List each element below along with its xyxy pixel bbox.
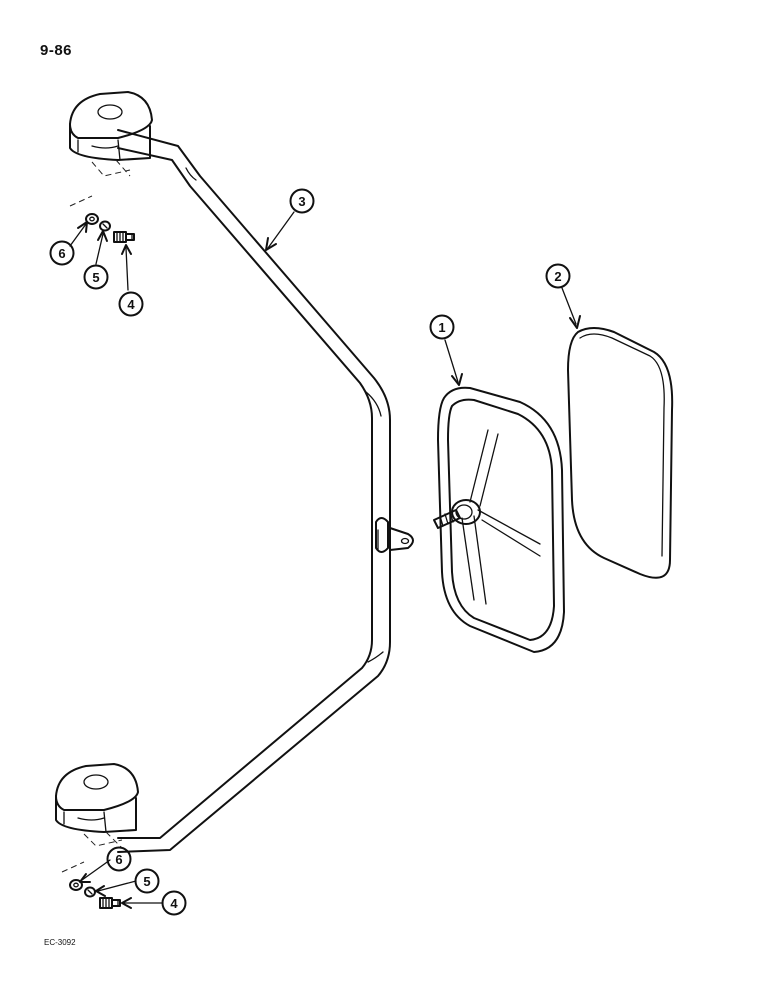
callout-label-5-bottom: 5 xyxy=(143,874,150,889)
callout-label-1: 1 xyxy=(438,320,445,335)
hardware-top xyxy=(85,213,135,243)
flat-washer-top xyxy=(85,213,99,225)
callout-5-top: 5 xyxy=(83,264,109,290)
mirror-arm xyxy=(117,129,391,853)
callout-label-6-bottom: 6 xyxy=(115,852,122,867)
screw-bottom xyxy=(99,897,121,909)
callout-leaders xyxy=(69,211,581,909)
callout-5-bottom: 5 xyxy=(134,868,160,894)
callout-4-top: 4 xyxy=(118,291,144,317)
callout-label-6-top: 6 xyxy=(58,246,65,261)
mirror-glass xyxy=(567,327,674,579)
lock-washer-top xyxy=(99,220,111,232)
drawing-code: EC-3092 xyxy=(44,938,76,947)
page-number: 9-86 xyxy=(40,42,73,59)
callout-label-5-top: 5 xyxy=(92,270,99,285)
hardware-bottom xyxy=(69,879,121,909)
callout-2: 2 xyxy=(545,263,571,289)
callout-label-3: 3 xyxy=(298,194,305,209)
screw-top xyxy=(113,231,135,243)
flat-washer-bottom xyxy=(69,879,83,891)
callout-label-4-bottom: 4 xyxy=(170,896,178,911)
callout-label-2: 2 xyxy=(554,269,561,284)
callout-3: 3 xyxy=(289,188,315,214)
callout-4-bottom: 4 xyxy=(161,890,187,916)
arm-clamp xyxy=(375,517,414,553)
lower-mounting-bracket xyxy=(55,763,139,873)
upper-mounting-bracket xyxy=(69,91,153,207)
callout-6-bottom: 6 xyxy=(106,846,132,872)
callout-1: 1 xyxy=(429,314,455,340)
callout-label-4-top: 4 xyxy=(127,297,135,312)
lock-washer-bottom xyxy=(84,886,96,898)
callout-6-top: 6 xyxy=(49,240,75,266)
mirror-head xyxy=(433,386,565,653)
